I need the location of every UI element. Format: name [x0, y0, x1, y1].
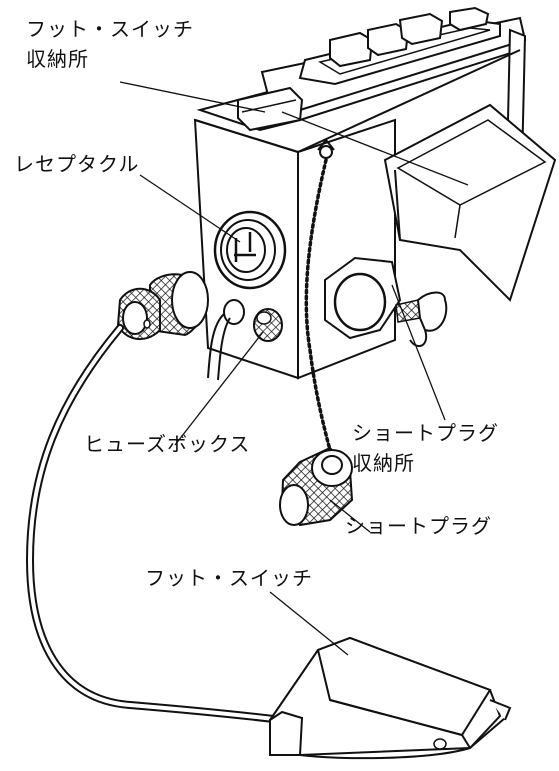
- label-short-plug: ショートプラグ: [345, 514, 492, 538]
- label-foot-switch: フット・スイッチ: [145, 566, 313, 590]
- cable-connector: [116, 271, 209, 340]
- foot-switch: [268, 636, 512, 760]
- switch-keys: [329, 6, 490, 68]
- fuse-box-cap: [253, 308, 283, 342]
- label-foot-switch-storage-line1: フット・スイッチ: [26, 17, 194, 41]
- hopper-inner: [396, 119, 547, 206]
- foot-switch-storage-slot: [237, 86, 304, 132]
- label-foot-switch-storage-line2: 収納所: [26, 47, 89, 71]
- leader-lines: [119, 81, 469, 656]
- label-receptacle: レセプタクル: [14, 152, 140, 176]
- receptacle-connector: [213, 210, 287, 290]
- fuse-cable-stub: [207, 313, 231, 381]
- foot-switch-cable: [25, 324, 286, 724]
- label-short-plug-storage-line2: 収納所: [352, 451, 415, 475]
- label-fuse-box: ヒューズボックス: [84, 432, 251, 456]
- label-short-plug-storage-line1: ショートプラグ: [352, 421, 499, 445]
- box-side-face: [297, 118, 396, 380]
- fuse-hole: [223, 299, 245, 325]
- plug-chain: [304, 138, 335, 452]
- short-plug-holder: [324, 256, 448, 348]
- short-plug: [279, 446, 354, 527]
